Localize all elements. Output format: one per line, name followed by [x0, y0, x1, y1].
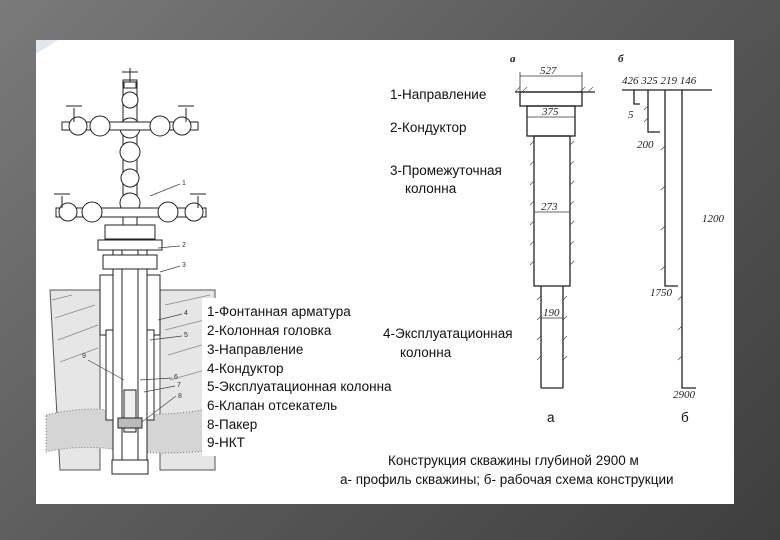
caption-line-2: а- профиль скважины; б- рабочая схема ко…	[340, 472, 674, 487]
callout-2: 2	[182, 242, 186, 249]
dim-527: 527	[540, 65, 557, 77]
wellhead-drawing	[45, 68, 216, 475]
slide-corner	[36, 40, 58, 54]
profile-a-header: а	[510, 53, 516, 65]
callout-1: 1	[182, 180, 186, 187]
depth-1200: 1200	[702, 213, 725, 225]
callout-6: 6	[174, 374, 178, 381]
dim-190: 190	[543, 307, 560, 319]
label-napravlenie: 1-Направление	[390, 87, 486, 102]
callout-7: 7	[177, 382, 181, 389]
legend-item: 8-Пакер	[207, 417, 257, 432]
callout-8: 8	[178, 393, 182, 400]
depth-1750: 1750	[650, 287, 673, 299]
legend-item: 2-Колонная головка	[207, 323, 332, 338]
profile-a	[514, 72, 595, 389]
label-ekspl-1: 4-Эксплуатационная	[383, 326, 513, 341]
label-ekspl-2: колонна	[400, 345, 452, 360]
profile-b-header: б	[618, 53, 624, 65]
depth-200: 200	[637, 139, 654, 151]
callout-9: 9	[82, 353, 86, 360]
profile-b-diameters: 426 325 219 146	[622, 75, 697, 87]
dim-375: 375	[541, 106, 559, 118]
legend-item: 6-Клапан отсекатель	[207, 398, 337, 413]
label-konduktor: 2-Кондуктор	[390, 120, 467, 135]
label-promezh-1: 3-Промежуточная	[390, 163, 502, 178]
wellhead-legend: 1-Фонтанная арматура 2-Колонная головка …	[202, 298, 392, 456]
legend-item: 3-Направление	[207, 342, 303, 357]
caption-b: б	[681, 410, 689, 425]
dim-273: 273	[541, 201, 558, 213]
depth-2900: 2900	[673, 389, 696, 401]
callout-4: 4	[184, 310, 188, 317]
legend-item: 4-Кондуктор	[207, 361, 284, 376]
depth-5: 5	[628, 109, 634, 121]
legend-item: 5-Эксплуатационная колонна	[207, 379, 392, 394]
caption-a: а	[547, 410, 555, 425]
casing-labels: 1-Направление 2-Кондуктор 3-Промежуточна…	[383, 87, 513, 360]
profile-b	[622, 89, 712, 389]
caption-line-1: Конструкция скважины глубиной 2900 м	[388, 453, 639, 468]
label-promezh-2: колонна	[405, 181, 457, 196]
legend-item: 1-Фонтанная арматура	[207, 304, 351, 319]
callout-3: 3	[182, 262, 186, 269]
legend-item: 9-НКТ	[207, 435, 245, 450]
callout-5: 5	[184, 332, 188, 339]
